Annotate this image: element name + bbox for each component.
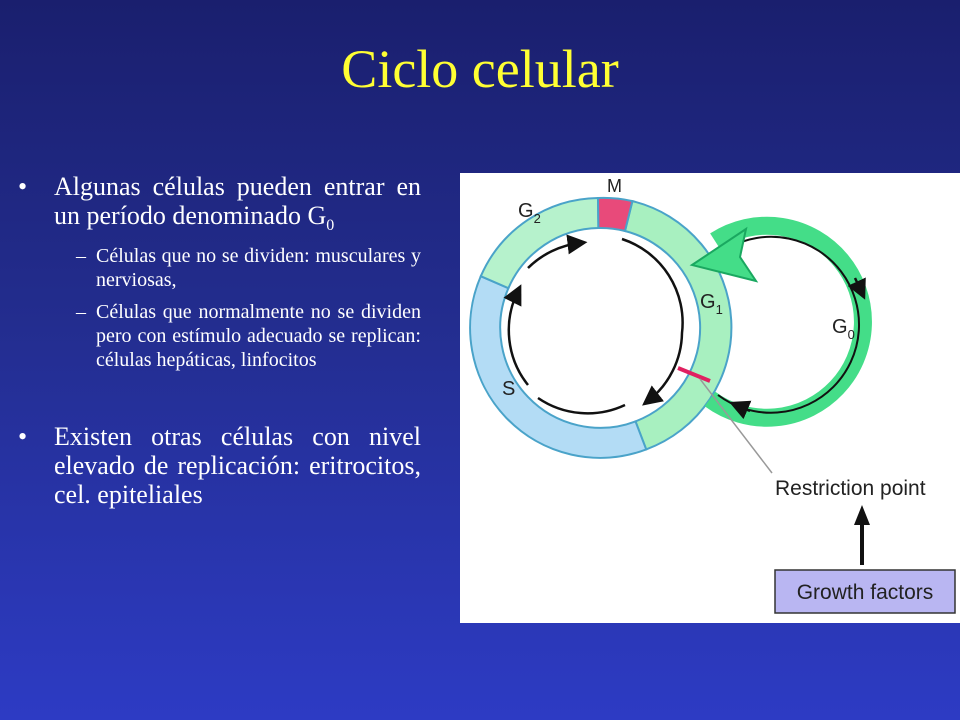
label-g0: G0 [832, 316, 855, 342]
subitem-text: Células que no se dividen: musculares y … [96, 245, 421, 291]
bullet-subscript: 0 [326, 217, 335, 235]
growth-factors-box [774, 569, 956, 614]
cell-cycle-diagram: M G2 G1 S G0 Restriction point Growth fa… [460, 173, 960, 623]
bullet-list: • Algunas células pueden entrar en un pe… [18, 172, 421, 509]
subitem-stimulus-dividing: – Células que normalmente no se dividen … [18, 300, 421, 372]
g0-loop-inner-line [717, 235, 860, 414]
s-segment [469, 274, 648, 459]
m-segment [596, 196, 634, 233]
label-s: S [502, 378, 515, 400]
dash-marker: – [76, 245, 86, 267]
inner-arrow-left [503, 284, 529, 386]
growth-factors-label: Growth factors [797, 581, 934, 604]
bullet-marker: • [18, 422, 28, 451]
g0-arrowhead [689, 226, 759, 283]
g0-arrow-bottom [729, 400, 752, 420]
label-g2: G2 [518, 200, 541, 226]
bullet-marker: • [18, 172, 28, 201]
bullet-text: Algunas células pueden entrar en un perí… [54, 172, 421, 230]
bullet-item-g0: • Algunas células pueden entrar en un pe… [18, 172, 421, 234]
restriction-marker [677, 366, 711, 383]
inner-arrow-right [621, 237, 684, 406]
growth-arrowhead [854, 505, 870, 525]
restriction-point-label: Restriction point [775, 477, 926, 500]
inner-arrow-bottom [537, 396, 626, 415]
restriction-pointer-line [699, 378, 773, 474]
g0-arrow-top [847, 277, 866, 300]
bullet-text: Existen otras células con nivel elevado … [54, 422, 421, 509]
slide-title: Ciclo celular [341, 39, 619, 99]
subitem-non-dividing: – Células que no se dividen: musculares … [18, 244, 421, 292]
bullet-item-high-replication: • Existen otras células con nivel elevad… [18, 422, 421, 509]
cell-cycle-svg: M G2 G1 S G0 Restriction point Growth fa… [469, 176, 956, 614]
g0-loop [704, 216, 872, 427]
label-m: M [607, 176, 622, 196]
inner-arrow-top [527, 234, 588, 269]
subitem-text: Células que normalmente no se dividen pe… [96, 301, 421, 371]
label-g1: G1 [700, 291, 723, 317]
dash-marker: – [76, 301, 86, 323]
